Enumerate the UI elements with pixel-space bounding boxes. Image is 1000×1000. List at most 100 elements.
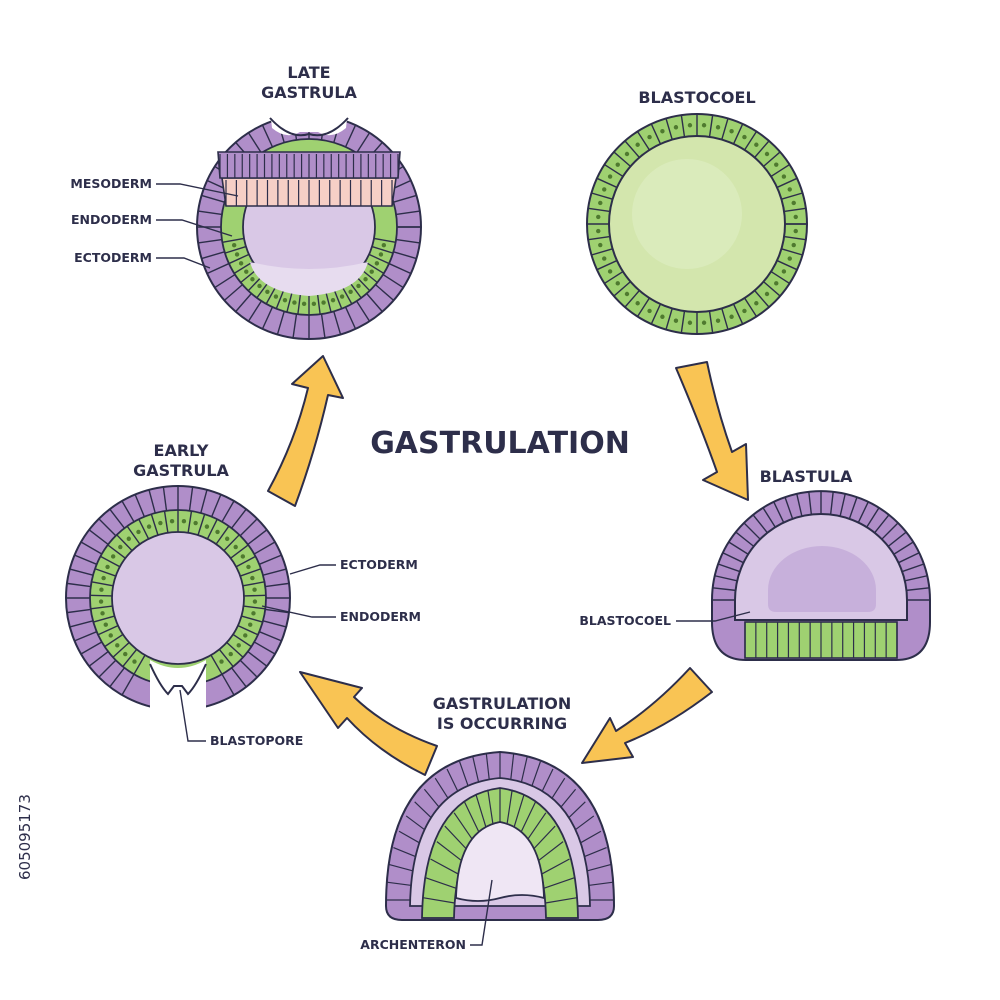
cell-nucleus (754, 142, 759, 147)
cell-nucleus (607, 269, 613, 274)
cell-wall (201, 251, 225, 260)
cell-wall (197, 513, 206, 536)
cell-nucleus (374, 261, 380, 266)
late-mesoderm-leader (156, 183, 239, 197)
cell-wall (735, 531, 755, 547)
cell-wall (510, 753, 515, 779)
cell-nucleus (624, 151, 630, 157)
cell-wall (223, 284, 243, 301)
cell-nucleus (252, 587, 257, 592)
cell-wall (762, 507, 776, 528)
cell-nucleus (774, 281, 779, 286)
cell-nucleus (243, 633, 248, 638)
cell-wall (126, 525, 141, 545)
cell-wall (253, 541, 276, 555)
cell-wall (781, 192, 803, 200)
cell-nucleus (764, 291, 770, 297)
cell-wall (218, 648, 234, 667)
cell-wall (588, 235, 610, 241)
cell-wall (235, 293, 252, 313)
cell-wall (636, 131, 651, 151)
cell-wall (74, 631, 97, 642)
cell-wall (430, 858, 460, 875)
cell-wall (292, 314, 298, 338)
ectoderm-cell-row (219, 154, 399, 178)
cell-wall (722, 552, 744, 564)
cell-nucleus (236, 643, 241, 648)
cell-nucleus (219, 659, 224, 664)
cell-nucleus (204, 524, 210, 529)
cell-wall (583, 846, 607, 858)
cell-wall (770, 163, 790, 178)
cell-wall (405, 815, 427, 832)
cell-wall (848, 496, 858, 520)
blastula-embryo (711, 490, 931, 661)
cell-wall (763, 151, 781, 167)
cell-wall (243, 605, 266, 610)
cell-nucleus (673, 125, 679, 130)
early-gastrula-title-line2: GASTRULA (133, 461, 229, 480)
cell-nucleus (764, 151, 770, 157)
cell-nucleus (369, 269, 374, 274)
cell-nucleus (687, 320, 693, 325)
cell-wall (366, 293, 383, 313)
cell-wall (596, 177, 618, 189)
cell-wall (320, 314, 326, 338)
cell-wall (776, 177, 798, 189)
early-gastrula-embryo (65, 485, 291, 712)
blastocoel-stage: BLASTOCOEL (586, 88, 808, 335)
endoderm-cell-arc (422, 788, 578, 919)
cell-nucleus (292, 300, 297, 305)
cell-nucleus (602, 187, 607, 192)
cell-nucleus (250, 575, 255, 581)
cell-wall (398, 830, 421, 844)
cell-wall (721, 308, 729, 330)
cell-nucleus (598, 200, 603, 206)
occurring-stage-title-line1: GASTRULATION (433, 694, 571, 713)
early-gastrula-title-line1: EARLY (154, 441, 209, 460)
cell-wall (247, 300, 263, 322)
cell-wall (526, 812, 547, 841)
early-ectoderm-leader (289, 564, 336, 575)
cell-wall (866, 507, 880, 528)
cell-nucleus (781, 269, 787, 274)
cell-wall (226, 641, 244, 658)
cell-nucleus (273, 294, 279, 299)
cell-nucleus (615, 162, 620, 167)
cell-nucleus (607, 174, 613, 179)
cell-wall (796, 493, 803, 517)
cell-nucleus (311, 301, 317, 307)
cell-wall (259, 554, 282, 565)
cell-wall (121, 500, 135, 523)
cell-nucleus (103, 622, 108, 627)
cell-nucleus (339, 294, 345, 299)
cell-wall (559, 788, 577, 810)
cell-wall (893, 541, 914, 555)
cell-wall (665, 308, 673, 330)
blastopore-label: BLASTOPORE (210, 733, 303, 748)
cell-wall (393, 194, 417, 203)
cell-wall (332, 288, 343, 309)
cell-wall (680, 311, 686, 333)
cell-wall (364, 261, 385, 274)
blastocoel-sphere (586, 113, 808, 335)
cell-nucleus (257, 283, 262, 289)
cell-wall (591, 192, 613, 200)
cell-wall (545, 897, 578, 904)
cell-wall (80, 541, 103, 555)
cell-wall (588, 207, 610, 213)
cell-wall (423, 788, 441, 810)
cell-wall (487, 789, 494, 824)
cell-nucleus (169, 519, 175, 524)
cell-nucleus (118, 544, 123, 550)
cell-wall (134, 494, 145, 517)
cell-wall (355, 132, 371, 154)
cell-wall (107, 544, 126, 559)
cell-wall (240, 568, 262, 577)
cell-wall (459, 761, 469, 787)
cell-nucleus (781, 174, 787, 179)
cell-wall (90, 594, 113, 597)
cell-wall (464, 801, 480, 833)
cell-wall (69, 568, 94, 576)
cell-nucleus (793, 214, 798, 220)
